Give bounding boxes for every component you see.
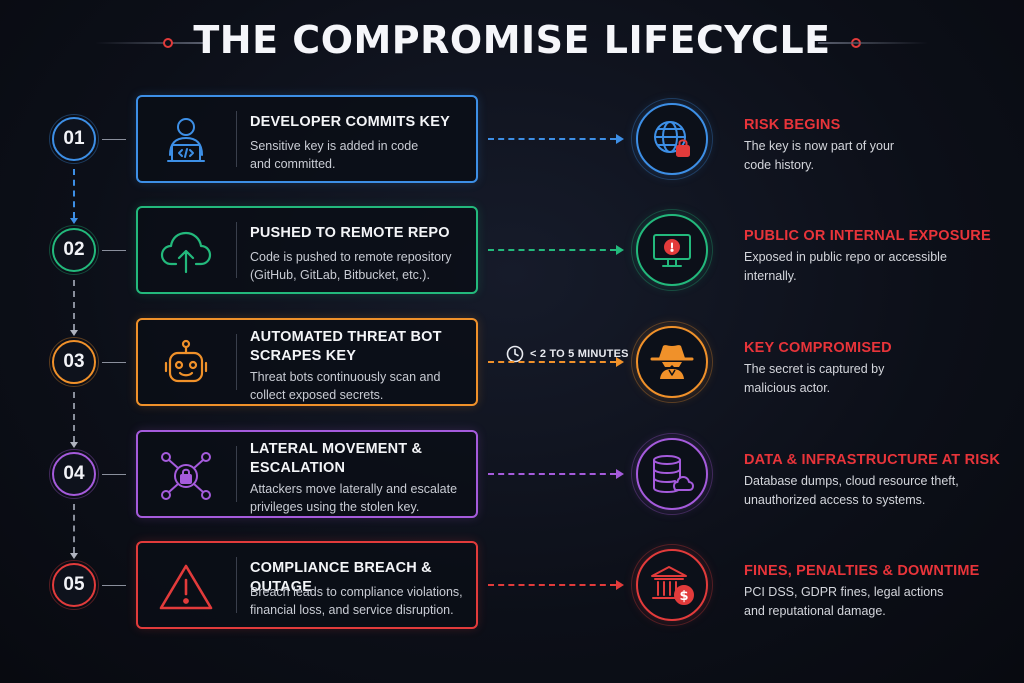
- step-flow-connector: [73, 504, 75, 553]
- step-to-risk-arrow: [616, 357, 624, 367]
- step-to-risk-arrow: [616, 134, 624, 144]
- step-title: LATERAL MOVEMENT & ESCALATION: [250, 441, 423, 476]
- risk-title: FINES, PENALTIES & DOWNTIME: [744, 563, 980, 579]
- step-title: PUSHED TO REMOTE REPO: [250, 225, 450, 241]
- step-flow-connector: [73, 169, 75, 218]
- step-description-line: Breach leads to compliance violations,: [250, 585, 463, 599]
- step-card-02: PUSHED TO REMOTE REPO Code is pushed to r…: [136, 206, 478, 294]
- risk-circle-05: $: [631, 544, 713, 626]
- risk-title: KEY COMPROMISED: [744, 340, 892, 356]
- risk-circle-02: [631, 209, 713, 291]
- step-number-connector: [102, 474, 126, 475]
- title-decoration-dot-left: [163, 38, 173, 48]
- title-decoration-left: [95, 42, 205, 44]
- timer-label: < 2 TO 5 MINUTES: [530, 348, 629, 360]
- step-description-line: collect exposed secrets.: [250, 388, 384, 402]
- step-card-04: LATERAL MOVEMENT & ESCALATION Attackers m…: [136, 430, 478, 518]
- step-description-line: Attackers move laterally and escalate: [250, 482, 458, 496]
- step-card-03: AUTOMATED THREAT BOT SCRAPES KEY Threat b…: [136, 318, 478, 406]
- network-lock-icon: [156, 450, 216, 502]
- step-to-risk-arrow: [616, 245, 624, 255]
- globe-lock-icon: [650, 117, 694, 161]
- developer-laptop-icon: [156, 115, 216, 167]
- step-to-risk-connector: [488, 249, 616, 251]
- step-number-connector: [102, 362, 126, 363]
- step-title: AUTOMATED THREAT BOT SCRAPES KEY: [250, 329, 442, 364]
- step-description-line: Sensitive key is added in code: [250, 139, 419, 153]
- step-to-risk-connector: [488, 138, 616, 140]
- risk-title: RISK BEGINS: [744, 117, 841, 133]
- step-title: COMPLIANCE BREACH & OUTAGE: [250, 560, 432, 595]
- robot-icon: [156, 338, 216, 390]
- card-divider: [236, 222, 237, 278]
- page-title: THE COMPROMISE LIFECYCLE: [193, 18, 831, 62]
- svg-text:$: $: [679, 589, 688, 604]
- risk-description-line: Database dumps, cloud resource theft,: [744, 474, 959, 488]
- warning-icon: [156, 561, 216, 613]
- step-to-risk-connector: [488, 584, 616, 586]
- risk-description-line: and reputational damage.: [744, 604, 886, 618]
- step-flow-arrow: [70, 218, 78, 224]
- card-divider: [236, 446, 237, 502]
- step-number-02: 02: [49, 225, 99, 275]
- risk-description-line: malicious actor.: [744, 381, 831, 395]
- risk-description-line: The key is now part of your: [744, 139, 895, 153]
- risk-circle-03: [631, 321, 713, 403]
- step-number-04: 04: [49, 449, 99, 499]
- step-title: DEVELOPER COMMITS KEY: [250, 114, 450, 130]
- step-description-line: privileges using the stolen key.: [250, 500, 420, 514]
- step-card-01: DEVELOPER COMMITS KEY Sensitive key is ad…: [136, 95, 478, 183]
- step-number-01: 01: [49, 114, 99, 164]
- step-flow-connector: [73, 392, 75, 442]
- spy-icon: [649, 340, 695, 384]
- risk-description-line: PCI DSS, GDPR fines, legal actions: [744, 585, 944, 599]
- time-to-compromise: < 2 TO 5 MINUTES: [506, 345, 629, 363]
- risk-circle-04: [631, 433, 713, 515]
- step-description-line: financial loss, and service disruption.: [250, 603, 454, 617]
- step-number-connector: [102, 585, 126, 586]
- risk-description-line: internally.: [744, 269, 797, 283]
- step-to-risk-connector: [488, 473, 616, 475]
- step-description-line: (GitHub, GitLab, Bitbucket, etc.).: [250, 268, 430, 282]
- step-to-risk-connector: [488, 361, 616, 363]
- risk-description-line: code history.: [744, 158, 814, 172]
- step-flow-arrow: [70, 442, 78, 448]
- step-number-03: 03: [49, 337, 99, 387]
- risk-description-line: The secret is captured by: [744, 362, 885, 376]
- step-flow-connector: [73, 280, 75, 330]
- step-to-risk-arrow: [616, 469, 624, 479]
- monitor-alert-icon: [650, 228, 694, 272]
- step-to-risk-arrow: [616, 580, 624, 590]
- step-description-line: Threat bots continuously scan and: [250, 370, 441, 384]
- card-divider: [236, 111, 237, 167]
- risk-circle-01: [631, 98, 713, 180]
- step-number-connector: [102, 250, 126, 251]
- risk-title: PUBLIC OR INTERNAL EXPOSURE: [744, 228, 991, 244]
- database-cloud-icon: [649, 452, 695, 496]
- step-description-line: and committed.: [250, 157, 336, 171]
- bank-dollar-icon: $: [649, 563, 695, 607]
- cloud-upload-icon: [156, 226, 216, 278]
- card-divider: [236, 557, 237, 613]
- step-number-05: 05: [49, 560, 99, 610]
- risk-description-line: unauthorized access to systems.: [744, 493, 926, 507]
- step-description-line: Code is pushed to remote repository: [250, 250, 452, 264]
- title-decoration-right: [818, 42, 928, 44]
- risk-description-line: Exposed in public repo or accessible: [744, 250, 947, 264]
- step-flow-arrow: [70, 553, 78, 559]
- risk-title: DATA & INFRASTRUCTURE AT RISK: [744, 452, 1001, 468]
- step-number-connector: [102, 139, 126, 140]
- card-divider: [236, 334, 237, 390]
- step-flow-arrow: [70, 330, 78, 336]
